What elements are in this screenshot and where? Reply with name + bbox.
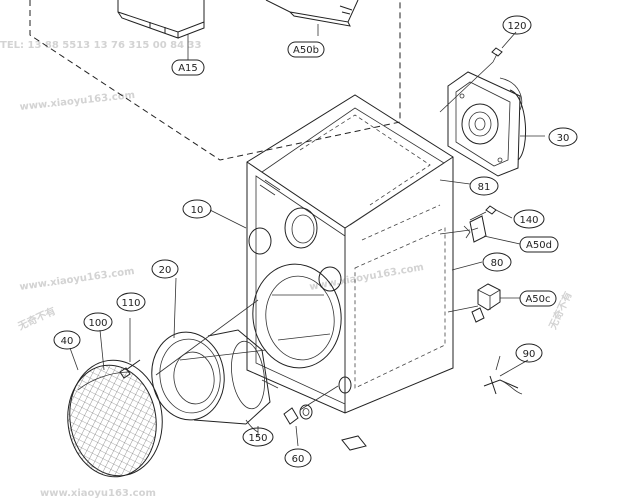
- callout-20: 20: [151, 259, 179, 279]
- part-20-woofer: [151, 329, 279, 425]
- callout-140-label: 140: [519, 215, 538, 226]
- foot-pad: [341, 435, 367, 451]
- callout-80-label: 80: [491, 258, 504, 269]
- callout-a50d-label: A50d: [526, 240, 552, 251]
- callout-150-label: 150: [248, 433, 267, 444]
- callout-40-label: 40: [61, 336, 74, 347]
- callout-60-label: 60: [292, 454, 305, 465]
- part-120-screw: [439, 47, 503, 113]
- callout-a15: A15: [171, 59, 205, 76]
- watermark-site-right: www.xiaoyu163.com: [309, 262, 425, 293]
- part-a15-bracket: [117, 0, 205, 50]
- watermark-footer: www.xiaoyu163.com: [40, 488, 156, 499]
- callout-81: 81: [469, 176, 499, 196]
- callout-110: 110: [116, 292, 146, 312]
- callout-20-label: 20: [159, 265, 172, 276]
- assembly-guide-lines: [155, 229, 479, 411]
- part-150-wire: [245, 419, 259, 433]
- part-60-knob: [283, 404, 313, 447]
- callout-90-label: 90: [523, 349, 536, 360]
- callout-100-label: 100: [88, 318, 107, 329]
- part-140-screw: [469, 205, 497, 221]
- callout-a15-label: A15: [178, 63, 198, 74]
- callout-a50c: A50c: [519, 290, 557, 307]
- callout-150: 150: [242, 427, 274, 447]
- callout-110-label: 110: [121, 298, 140, 309]
- inset-boundary: [29, 0, 401, 161]
- callout-120-label: 120: [507, 21, 526, 32]
- callout-labels: A15 A50b 120 30 81 10 140: [53, 15, 578, 468]
- part-90-cable: [483, 355, 523, 395]
- part-a50b-board: [265, 0, 359, 36]
- callout-100: 100: [83, 312, 113, 332]
- callout-a50c-label: A50c: [525, 294, 550, 305]
- watermark-site-mid: www.xiaoyu163.com: [19, 266, 135, 293]
- part-110-screw: [119, 318, 141, 379]
- callout-60: 60: [284, 448, 312, 468]
- watermark-brand-left: 无奇不有: [15, 304, 58, 333]
- callout-30-label: 30: [557, 133, 570, 144]
- watermark-phone: TEL: 13 88 5513 13 76 315 00 84 33: [0, 40, 202, 51]
- part-40-grille: [67, 359, 163, 478]
- callout-81-label: 81: [478, 182, 491, 193]
- part-a50c-connector: [471, 283, 501, 323]
- callout-80: 80: [482, 252, 512, 272]
- callout-40: 40: [53, 330, 81, 350]
- callout-90: 90: [515, 343, 543, 363]
- callout-10-label: 10: [191, 205, 204, 216]
- callout-30: 30: [548, 127, 578, 147]
- part-30-rear-plate: [447, 71, 527, 177]
- callout-a50b-label: A50b: [293, 45, 319, 56]
- callout-a50d: A50d: [519, 236, 559, 253]
- part-a50d-bracket: [463, 215, 487, 243]
- callout-120: 120: [502, 15, 532, 35]
- speaker-cabinet: [246, 94, 454, 414]
- callout-140: 140: [513, 209, 545, 229]
- callout-leaders: [69, 31, 545, 436]
- callout-a50b: A50b: [287, 41, 325, 58]
- callout-10: 10: [182, 199, 212, 219]
